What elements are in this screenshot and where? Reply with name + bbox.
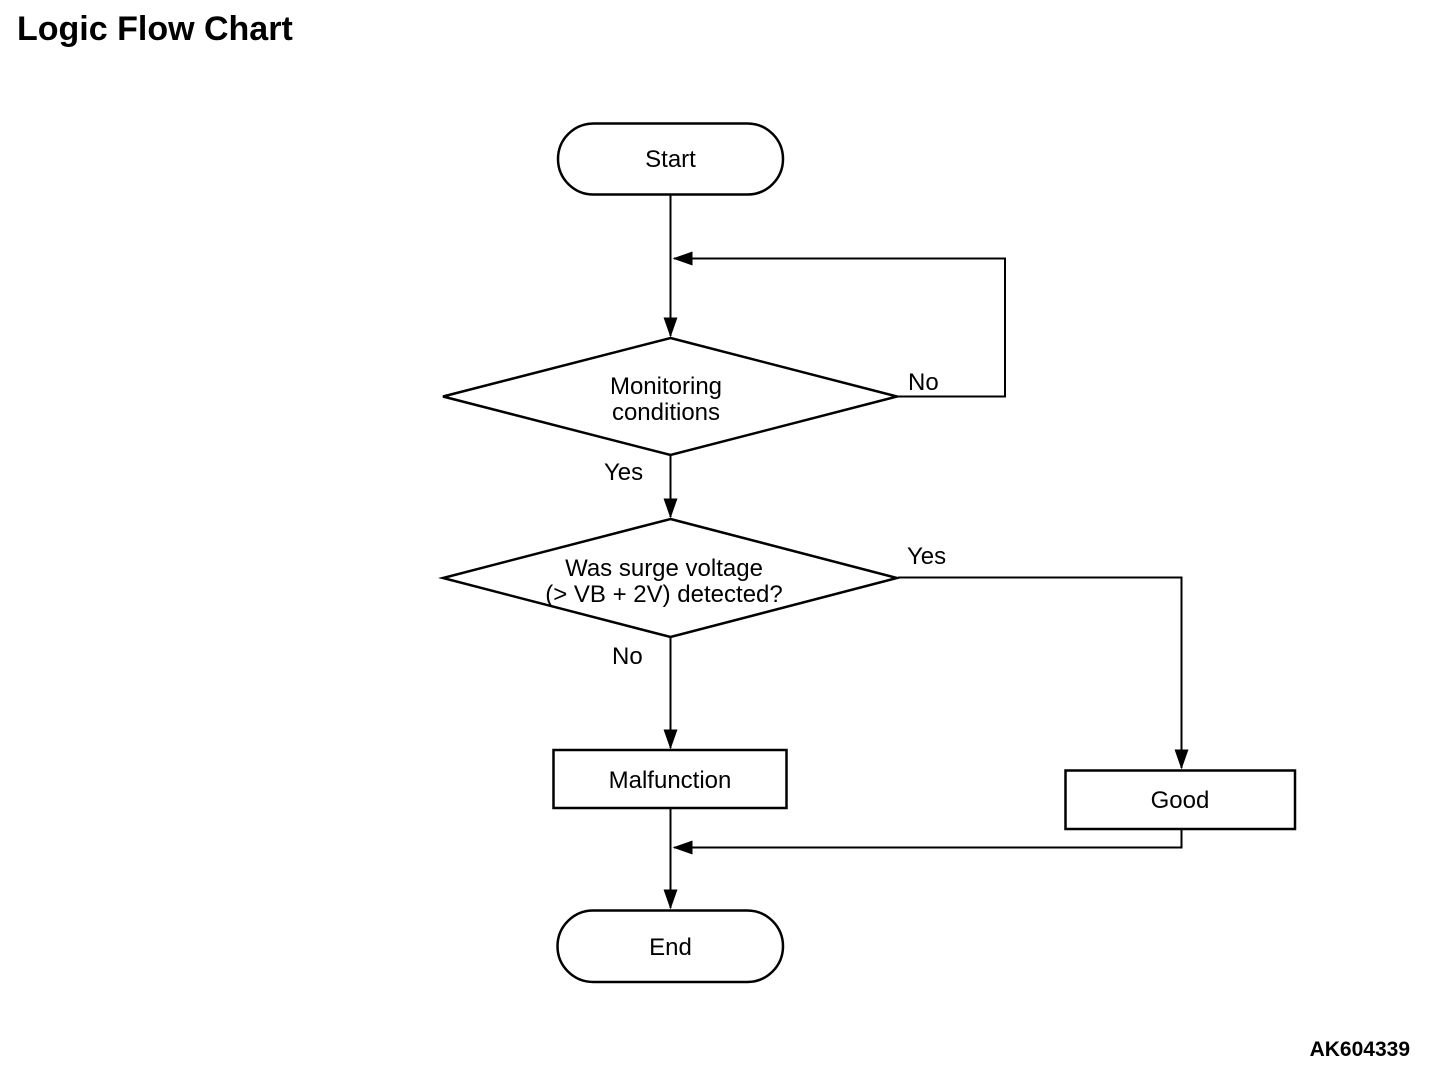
surge-no-label: No (612, 643, 643, 670)
edge-surge-yes-to-good (898, 576, 1189, 770)
end-label: End (649, 934, 692, 961)
surge-decision-diamond (438, 517, 902, 639)
surge-label-line2: (> VB + 2V) detected? (545, 581, 782, 608)
start-terminator (556, 122, 785, 196)
monitoring-no-label: No (908, 369, 939, 396)
monitoring-label-line1: Monitoring (610, 373, 722, 400)
page-title: Logic Flow Chart (17, 10, 293, 48)
good-label: Good (1151, 787, 1210, 814)
monitoring-yes-label: Yes (604, 459, 643, 486)
malfunction-label: Malfunction (609, 767, 732, 794)
edge-monitoring-no-loop (672, 251, 1006, 398)
edge-good-to-end-merge (672, 830, 1183, 855)
monitoring-label-line2: conditions (612, 399, 720, 426)
good-process-box (1064, 769, 1297, 831)
malfunction-process-box (552, 748, 788, 810)
start-label: Start (645, 146, 696, 173)
figure-code: AK604339 (1309, 1038, 1410, 1061)
surge-yes-label: Yes (907, 543, 946, 570)
surge-label-line1: Was surge voltage (565, 555, 763, 582)
end-terminator (556, 909, 785, 984)
monitoring-decision-diamond (442, 336, 902, 457)
